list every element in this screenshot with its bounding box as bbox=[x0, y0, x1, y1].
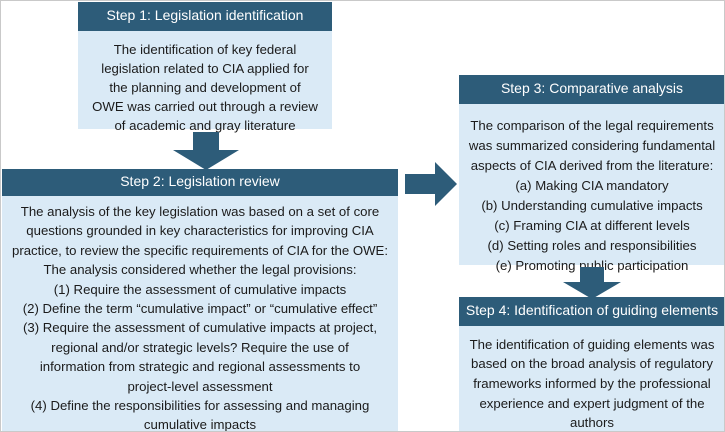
step-1-line-4: OWE was carried out through a review bbox=[92, 99, 318, 115]
arrow-right-icon-step2-step3 bbox=[405, 162, 457, 206]
step-3-line-1: The comparison of the legal requirements bbox=[470, 117, 714, 133]
step-3-title: Step 3: Comparative analysis bbox=[459, 75, 724, 104]
arrow-down-icon-step1-step2 bbox=[173, 132, 239, 170]
step-3-item-e: (e) Promoting public participation bbox=[495, 258, 689, 274]
arrow-down-icon-step3-step4 bbox=[563, 267, 621, 299]
step-2-line-6: (2) Define the term “cumulative impact” … bbox=[22, 301, 378, 317]
step-2-line-10: project-level assessment bbox=[127, 378, 273, 394]
step-2-line-5: (1) Require the assessment of cumulative… bbox=[53, 281, 347, 297]
step-2-line-1: The analysis of the key legislation was … bbox=[20, 204, 380, 219]
step-4-line-5: authors bbox=[570, 415, 614, 431]
step-3-body: The comparison of the legal requirements… bbox=[459, 104, 724, 285]
step-1-line-5: of academic and gray literature bbox=[114, 118, 296, 134]
step-2-line-2: questions grounded in key characteristic… bbox=[26, 223, 374, 239]
step-2-title: Step 2: Legislation review bbox=[2, 169, 398, 196]
step-1-body: The identification of key federal legisl… bbox=[78, 31, 332, 144]
step-3-line-3: aspects of CIA derived from the literatu… bbox=[470, 158, 714, 174]
step-2-line-4: The analysis considered whether the lega… bbox=[43, 262, 357, 278]
step-3-box: Step 3: Comparative analysis The compari… bbox=[459, 75, 724, 273]
step-2-line-8: regional and/or strategic levels? Requir… bbox=[51, 339, 349, 355]
step-2-line-3: practice, to review the specific require… bbox=[12, 242, 388, 258]
step-1-line-2: legislation related to CIA applied for bbox=[101, 61, 309, 77]
step-4-box: Step 4: Identification of guiding elemen… bbox=[459, 297, 724, 431]
step-2-line-9: information from strategic and regional … bbox=[39, 359, 361, 375]
step-2-line-12: cumulative impacts bbox=[143, 417, 257, 432]
step-3-item-a: (a) Making CIA mandatory bbox=[515, 178, 669, 194]
step-4-body: The identification of guiding elements w… bbox=[459, 326, 724, 431]
step-2-body: The analysis of the key legislation was … bbox=[2, 196, 398, 432]
step-2-line-11: (4) Define the responsibilities for asse… bbox=[30, 398, 370, 414]
step-4-line-1: The identification of guiding elements w… bbox=[469, 336, 715, 352]
step-3-item-d: (d) Setting roles and responsibilities bbox=[487, 238, 697, 254]
step-4-line-2: based on the broad analysis of regulator… bbox=[471, 356, 713, 372]
step-3-line-2: was summarized considering fundamental bbox=[468, 137, 716, 153]
step-2-box: Step 2: Legislation review The analysis … bbox=[2, 169, 398, 432]
step-2-line-7: (3) Require the assessment of cumulative… bbox=[22, 320, 377, 336]
step-1-line-1: The identification of key federal bbox=[113, 41, 297, 57]
step-4-title: Step 4: Identification of guiding elemen… bbox=[459, 297, 724, 326]
step-1-title: Step 1: Legislation identification bbox=[78, 2, 332, 31]
step-3-item-c: (c) Framing CIA at different levels bbox=[494, 218, 690, 234]
step-1-box: Step 1: Legislation identification The i… bbox=[78, 2, 332, 133]
step-4-line-4: experience and expert judgment of the bbox=[479, 395, 705, 411]
step-3-item-b: (b) Understanding cumulative impacts bbox=[481, 198, 703, 214]
step-1-line-3: the planning and development of bbox=[109, 80, 301, 96]
step-4-line-3: frameworks informed by the professional bbox=[473, 375, 711, 391]
